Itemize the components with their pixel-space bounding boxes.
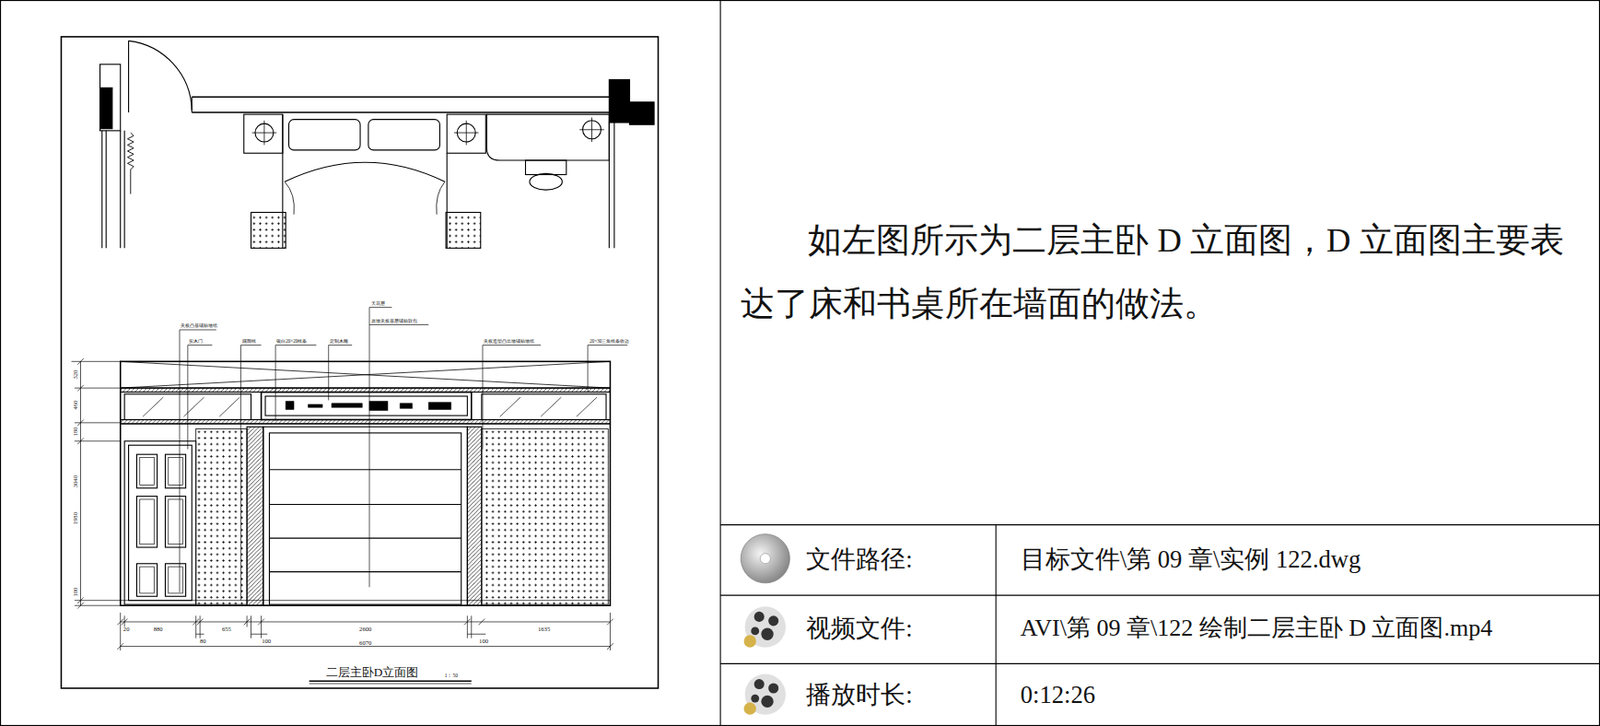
callout-text: 定制木雕 <box>329 338 349 345</box>
callout-text: 实木门 <box>188 338 203 345</box>
dimension: 880 <box>153 625 164 632</box>
table-cell: AVI\第 09 章\122 绘制二层主卧 D 立面图.mp4 <box>1020 615 1493 643</box>
callout-text: 夹板凸基铺贴墙纸 <box>180 323 218 329</box>
dimension: 655 <box>221 625 232 632</box>
dimension: 460 <box>71 400 79 410</box>
dimension: 180 <box>71 427 79 437</box>
callout-text: 踢脚线 <box>242 338 257 345</box>
callout-text: 原墙夹板基层铺贴软包 <box>371 318 418 325</box>
callout-text: 天花层 <box>371 301 386 307</box>
dimension: 2600 <box>359 625 372 632</box>
dimension: 6070 <box>359 639 372 646</box>
table-cell: 0:12:26 <box>1020 681 1096 709</box>
scale-text: 1：50 <box>444 672 458 678</box>
callout-text: 20×30三角线条收边 <box>589 338 630 345</box>
dimension: 1980 <box>71 512 79 525</box>
drawing-caption: 二层主卧D立面图 <box>326 665 420 680</box>
dimension: 80 <box>199 637 207 644</box>
intro-paragraph: 如左图所示为二层主卧 D 立面图，D 立面图主要表达了床和书桌所在墙面的做法。 <box>740 209 1596 336</box>
callout-text: 银白20×20线条 <box>276 338 307 345</box>
dimension: 100 <box>478 637 489 644</box>
dimension: 3040 <box>71 475 79 488</box>
table-cell: 播放时长: <box>805 681 912 709</box>
dimension: 20 <box>123 625 130 632</box>
table-cell: 文件路径: <box>805 546 912 573</box>
callout-text: 夹板造型凸出墙铺贴墙纸 <box>483 338 535 345</box>
table-cell: 目标文件\第 09 章\实例 122.dwg <box>1020 546 1362 573</box>
dimension: 100 <box>71 587 79 597</box>
dimension: 100 <box>261 637 271 644</box>
dimension: 320 <box>71 370 79 380</box>
table-cell: 视频文件: <box>805 615 912 643</box>
dimension: 1635 <box>537 625 550 632</box>
